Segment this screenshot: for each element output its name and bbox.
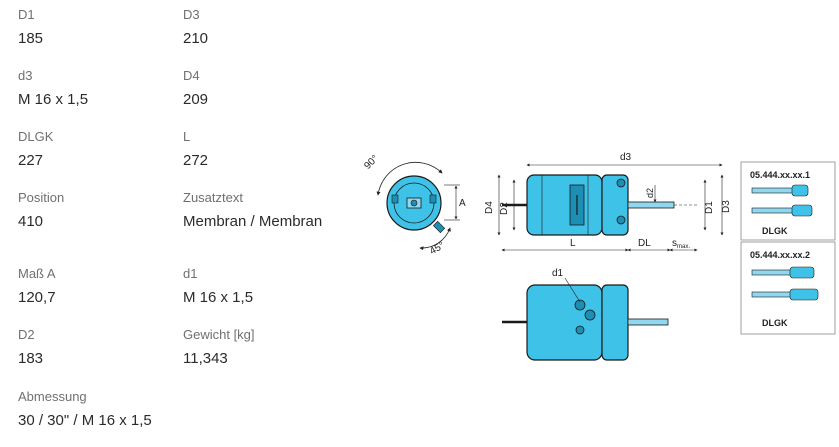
dim-d3: d3 (620, 152, 632, 163)
spec-label: Gewicht [kg] (183, 327, 255, 342)
dim-d2: D2 (499, 202, 510, 215)
dim-dl: DL (638, 238, 651, 249)
angle-90-arc (376, 161, 443, 196)
bottom-view: d1 (502, 268, 669, 361)
spec-label: d1 (183, 266, 198, 281)
variant-panel: 05.444.xx.xx.1 DLGK 05.444.xx.xx.2 DLGK (740, 161, 836, 335)
angle-90-label: 90° (362, 153, 380, 171)
spec-label: D3 (183, 7, 200, 22)
front-port-left (391, 194, 399, 204)
spec-dlgk: DLGK 227 (18, 129, 53, 170)
spec-value: 30 / 30" / M 16 x 1,5 (18, 412, 152, 429)
front-view: 90° A 45° (362, 153, 466, 257)
dim-a: A (459, 198, 466, 209)
spec-value: 183 (18, 350, 44, 367)
spec-value: M 16 x 1,5 (183, 289, 254, 306)
spec-l: L 272 (183, 129, 208, 170)
variant-1-code: 05.444.xx.xx.1 (750, 170, 810, 180)
spec-d1-thread: d1 M 16 x 1,5 (183, 266, 253, 307)
dim-d2-small: d2 (645, 188, 655, 198)
angle-45-label: 45° (428, 240, 447, 257)
front-connector (432, 220, 446, 234)
spec-value: 410 (18, 213, 44, 230)
spec-d3-thread: d3 M 16 x 1,5 (18, 68, 88, 109)
variant-2-code: 05.444.xx.xx.2 (750, 250, 810, 260)
technical-drawing: 90° A 45° d3 D4 D2 d2 D (362, 152, 836, 361)
variant-1-label: DLGK (762, 226, 788, 236)
spec-mass-a: Maß A 120,7 (18, 266, 56, 307)
spec-label: D1 (18, 7, 35, 22)
spec-value: 227 (18, 152, 44, 169)
dim-d4: D4 (484, 201, 495, 214)
spec-value: 11,343 (183, 350, 228, 367)
spec-value: 210 (183, 30, 209, 47)
spec-value: 185 (18, 30, 44, 47)
spec-label: DLGK (18, 129, 54, 144)
spec-position: Position 410 (18, 190, 64, 231)
dim-d1: D1 (704, 201, 715, 214)
spec-d2: D2 183 (18, 327, 43, 368)
spec-value: 272 (183, 152, 209, 169)
spec-weight: Gewicht [kg] 11,343 (183, 327, 255, 368)
bottom-chamber (526, 284, 603, 361)
front-rod-end (410, 199, 418, 207)
bottom-port-3 (575, 325, 585, 335)
variant-2-label: DLGK (762, 318, 788, 328)
bottom-chamber-rear (601, 284, 629, 361)
bottom-rod (627, 318, 669, 326)
spec-d1-outer: D1 185 (18, 7, 43, 48)
dim-l: L (570, 238, 576, 249)
push-rod (627, 201, 675, 209)
bottom-port-1 (574, 299, 586, 311)
spec-label: D2 (18, 327, 35, 342)
spec-label: d3 (18, 68, 33, 83)
port-bottom (616, 215, 626, 225)
bottom-port-2 (584, 309, 596, 321)
chamber-front (526, 174, 603, 236)
spec-value: Membran / Membran (183, 213, 323, 230)
spec-label: Abmessung (18, 389, 87, 404)
spec-d3-outer: D3 210 (183, 7, 208, 48)
dim-s: smax. (672, 238, 690, 250)
spec-label: Zusatztext (183, 190, 243, 205)
spec-value: 209 (183, 91, 209, 108)
dim-d3-large: D3 (721, 200, 732, 213)
spec-zusatztext: Zusatztext Membran / Membran (183, 190, 322, 231)
spec-d4: D4 209 (183, 68, 208, 109)
spec-label: Position (18, 190, 65, 205)
spec-label: Maß A (18, 266, 56, 281)
spec-value: M 16 x 1,5 (18, 91, 89, 108)
port-top (616, 178, 626, 188)
spec-label: D4 (183, 68, 200, 83)
side-view: d3 D4 D2 d2 D1 D3 L DL smax. (484, 152, 732, 252)
spec-abmessung: Abmessung 30 / 30" / M 16 x 1,5 (18, 389, 152, 430)
front-port-right (429, 194, 437, 204)
dim-d1-thread: d1 (552, 268, 564, 279)
spec-label: L (183, 129, 191, 144)
angle-45-arc (419, 227, 451, 251)
spec-value: 120,7 (18, 289, 56, 306)
